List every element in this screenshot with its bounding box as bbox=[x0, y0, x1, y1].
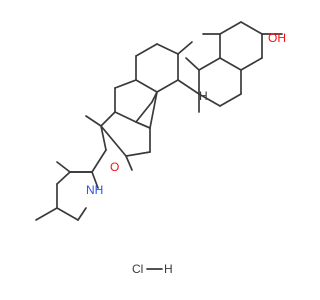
ring-oxygen-label: O bbox=[110, 160, 119, 174]
salt-h-label: H bbox=[164, 262, 173, 276]
hydrochloride-salt: Cl H bbox=[132, 262, 173, 276]
structure-canvas: OH H O NH Cl H bbox=[35, 21, 286, 276]
hydrogen-label: H bbox=[199, 89, 208, 103]
ring-b bbox=[198, 57, 242, 107]
ring-c bbox=[135, 33, 221, 113]
ring-a bbox=[219, 21, 283, 71]
salt-hcl-label: Cl bbox=[132, 262, 143, 276]
ring-d bbox=[114, 79, 158, 129]
hydroxyl-label: OH bbox=[268, 31, 286, 45]
ring-nitrogen-label: NH bbox=[86, 183, 103, 197]
ring-f bbox=[35, 161, 99, 221]
molecule-drawing: OH H O NH Cl H bbox=[35, 21, 286, 276]
